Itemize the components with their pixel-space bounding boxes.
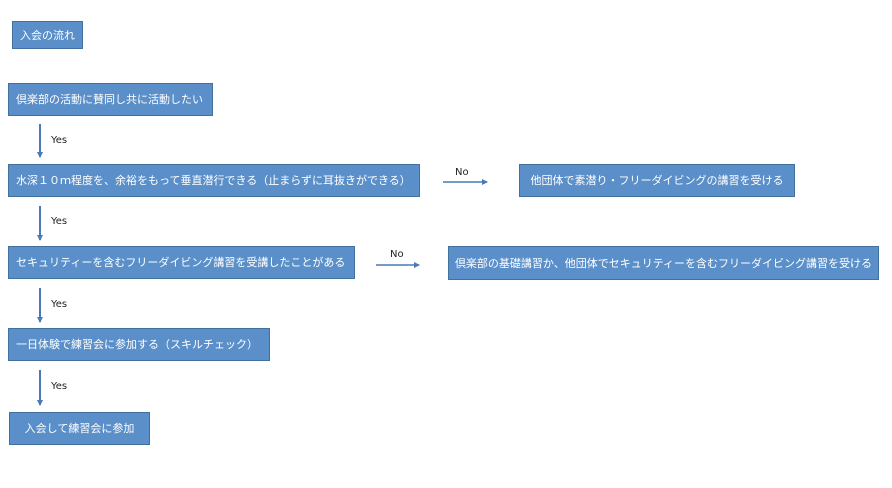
yes-label-2: Yes xyxy=(51,216,68,227)
step-label-1: 倶楽部の活動に賛同し共に活動したい xyxy=(16,93,203,106)
step-label-5: 入会して練習会に参加 xyxy=(24,422,135,435)
alt-label-1: 他団体で素潜り・フリーダイビングの講習を受ける xyxy=(530,174,784,187)
no-label-2: No xyxy=(390,249,404,260)
step-label-3: セキュリティーを含むフリーダイビング講習を受講したことがある xyxy=(16,256,346,269)
step-box-2: 水深１０ｍ程度を、余裕をもって垂直潜行できる（止まらずに耳抜きができる） xyxy=(8,164,420,197)
flow-title-box: 入会の流れ xyxy=(12,21,83,49)
flow-title: 入会の流れ xyxy=(20,28,75,42)
step-box-3: セキュリティーを含むフリーダイビング講習を受講したことがある xyxy=(8,246,355,279)
step-box-5: 入会して練習会に参加 xyxy=(9,412,150,445)
alt-box-2: 倶楽部の基礎講習か、他団体でセキュリティーを含むフリーダイビング講習を受ける xyxy=(448,246,879,280)
step-box-1: 倶楽部の活動に賛同し共に活動したい xyxy=(8,83,213,116)
alt-label-2: 倶楽部の基礎講習か、他団体でセキュリティーを含むフリーダイビング講習を受ける xyxy=(454,256,873,270)
alt-box-1: 他団体で素潜り・フリーダイビングの講習を受ける xyxy=(519,164,795,197)
yes-label-1: Yes xyxy=(51,135,68,146)
step-label-4: 一日体験で練習会に参加する（スキルチェック） xyxy=(16,338,258,351)
yes-label-4: Yes xyxy=(51,381,68,392)
yes-label-3: Yes xyxy=(51,299,68,310)
step-box-4: 一日体験で練習会に参加する（スキルチェック） xyxy=(8,328,270,361)
no-label-1: No xyxy=(455,167,469,178)
step-label-2: 水深１０ｍ程度を、余裕をもって垂直潜行できる（止まらずに耳抜きができる） xyxy=(16,174,411,187)
